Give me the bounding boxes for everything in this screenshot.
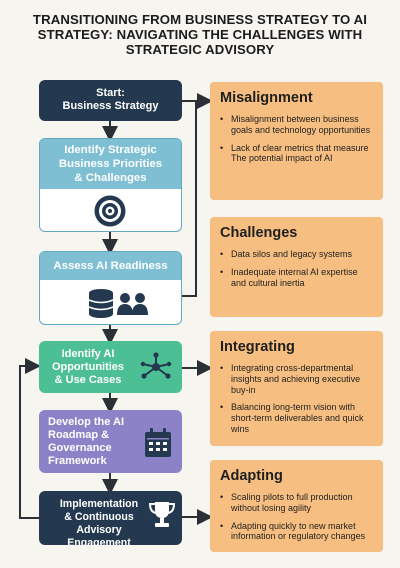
title-line-2: STRATEGY: NAVIGATING THE CHALLENGES WITH bbox=[37, 27, 363, 42]
roadmap-line-2: Roadmap & bbox=[48, 429, 110, 441]
feedback-loop-arrow bbox=[19, 358, 41, 519]
panel-misalignment: Misalignment Misalignment between busine… bbox=[210, 82, 383, 200]
list-item: Adapting quickly to new market informati… bbox=[220, 521, 375, 543]
list-item: Misalignment between business goals and … bbox=[220, 114, 375, 136]
database-people-icon bbox=[88, 289, 148, 318]
roadmap-line-1: Develop the AI bbox=[48, 416, 124, 428]
implementation-line-2: & Continuous bbox=[64, 511, 134, 523]
implementation-line-3: Advisory Engagement bbox=[67, 524, 131, 549]
panel-adapting-title: Adapting bbox=[220, 468, 283, 484]
priorities-line-3: & Challenges bbox=[74, 172, 147, 184]
list-item: Integrating cross-departmental insights … bbox=[220, 363, 375, 395]
step-assess-ai-readiness: Assess AI Readiness bbox=[39, 251, 182, 325]
title-line-1: TRANSITIONING FROM BUSINESS STRATEGY TO … bbox=[32, 12, 368, 27]
identify-ai-line-1: Identify AI bbox=[61, 348, 115, 360]
network-icon bbox=[140, 352, 172, 379]
trophy-icon bbox=[148, 502, 176, 527]
title-line-3: STRATEGIC ADVISORY bbox=[125, 42, 275, 57]
step-identify-ai-opportunities: Identify AI Opportunities & Use Cases bbox=[39, 341, 182, 393]
list-item: Data silos and legacy systems bbox=[220, 249, 375, 260]
implementation-line-1: Implementation bbox=[59, 498, 139, 510]
list-item: Inadequate internal AI expertise and cul… bbox=[220, 267, 375, 289]
target-icon bbox=[94, 195, 126, 227]
step-implementation: Implementation & Continuous Advisory Eng… bbox=[39, 491, 182, 549]
panel-integrating-title: Integrating bbox=[220, 339, 295, 355]
roadmap-line-4: Framework bbox=[48, 455, 107, 467]
identify-ai-line-3: & Use Cases bbox=[54, 374, 122, 386]
step-identify-priorities: Identify Strategic Business Priorities &… bbox=[39, 138, 182, 232]
panel-challenges: Challenges Data silos and legacy systems… bbox=[210, 217, 383, 317]
priorities-line-2: Business Priorities bbox=[58, 158, 163, 170]
connector-assess-up bbox=[182, 101, 197, 297]
step-develop-roadmap: Develop the AI Roadmap & Governance Fram… bbox=[39, 410, 182, 473]
assess-label: Assess AI Readiness bbox=[53, 260, 168, 272]
roadmap-line-3: Governance bbox=[48, 442, 112, 454]
list-item: Lack of clear metrics that measure The p… bbox=[220, 143, 375, 165]
start-line-1: Start: bbox=[96, 87, 125, 99]
panel-integrating: Integrating Integrating cross-department… bbox=[210, 331, 383, 446]
list-item: Scaling pilots to full production withou… bbox=[220, 492, 375, 514]
calendar-icon bbox=[145, 428, 171, 457]
panel-misalignment-title: Misalignment bbox=[220, 90, 313, 106]
priorities-line-1: Identify Strategic bbox=[64, 144, 157, 156]
list-item: Balancing long-term vision with short-te… bbox=[220, 402, 375, 434]
step-start-business-strategy: Start: Business Strategy bbox=[39, 80, 182, 121]
identify-ai-line-2: Opportunities bbox=[51, 361, 125, 373]
panel-challenges-title: Challenges bbox=[220, 225, 298, 241]
panel-adapting: Adapting Scaling pilots to full producti… bbox=[210, 460, 383, 552]
page-title: TRANSITIONING FROM BUSINESS STRATEGY TO … bbox=[18, 12, 382, 57]
start-line-2: Business Strategy bbox=[62, 100, 159, 112]
